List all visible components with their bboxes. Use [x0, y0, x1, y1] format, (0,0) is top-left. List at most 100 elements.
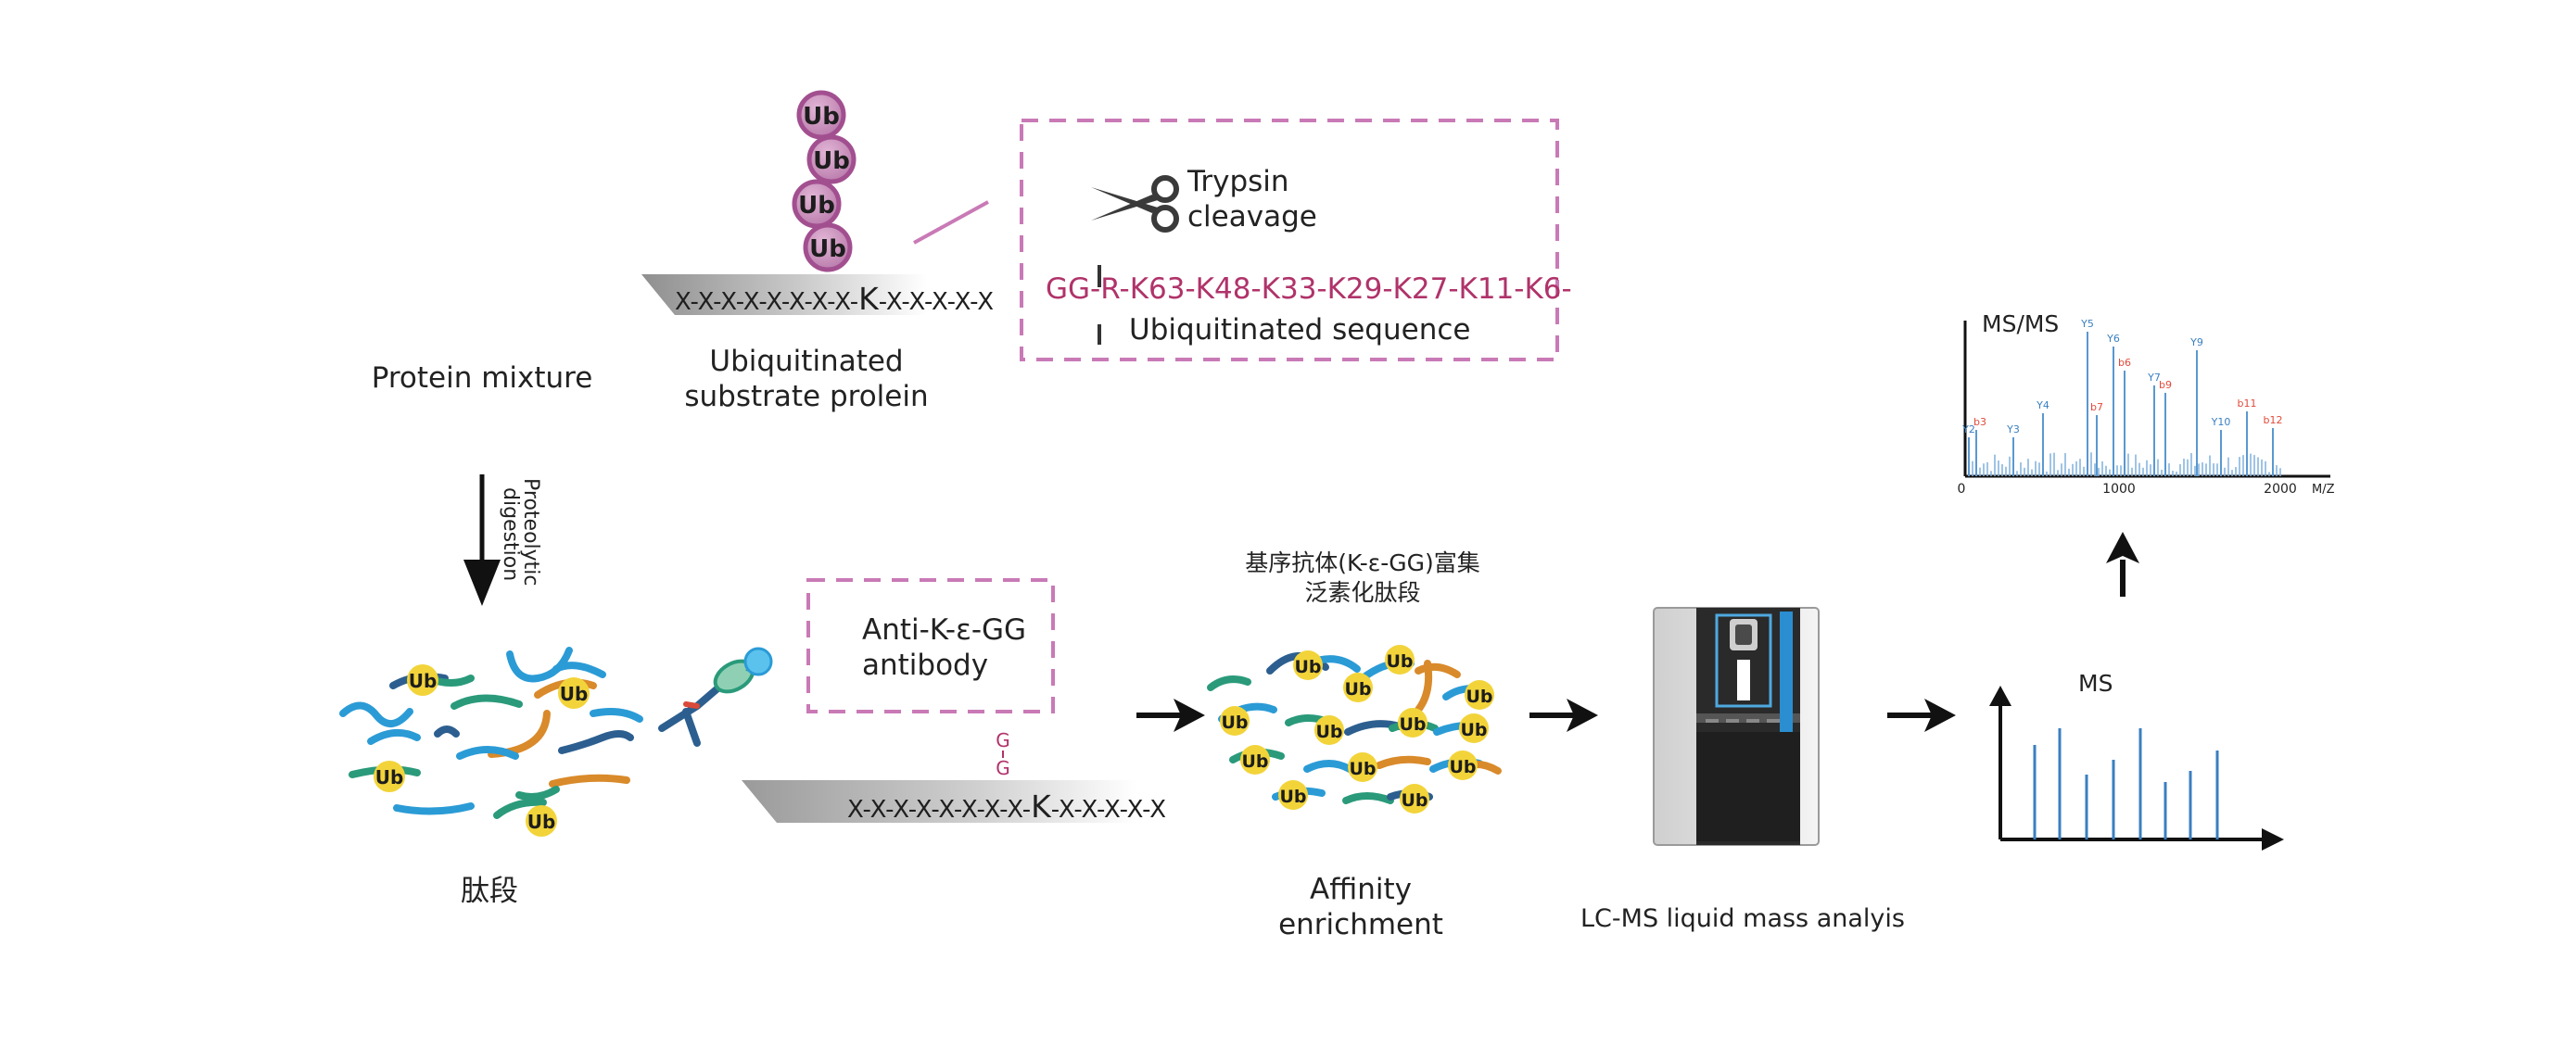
callout-connector-line: [913, 200, 989, 245]
gg-bottom: G: [996, 757, 1010, 779]
svg-text:digestion: digestion: [499, 487, 522, 581]
scissors-icon: [1091, 175, 1179, 233]
peptide-sequence: X-X-X-X-X-X-X-X-K-X-X-X-X-X: [847, 788, 1166, 825]
ub-tag: [1385, 645, 1415, 675]
ub-tag-label: Ub: [560, 683, 589, 705]
ms-y-axis-arrow: [1989, 686, 2011, 706]
ubiquitinated-sequence-label: Ubiquitinated sequence: [1129, 313, 1470, 347]
ub-tag-label: Ub: [527, 811, 556, 833]
ubiquitinated-substrate-label-2: substrate prolein: [684, 380, 928, 413]
ub-tag: [1240, 745, 1270, 775]
antibody-callout-box: [806, 578, 1055, 713]
ub-tag: [1448, 751, 1478, 780]
arrow-to-lcms: [1529, 699, 1598, 732]
enrichment-cn-label-1: 基序抗体(K-ε-GG)富集: [1245, 549, 1480, 576]
trypsin-label-1: Trypsin: [1186, 165, 1289, 198]
ub-tag-label: Ub: [1449, 757, 1476, 777]
msms-ion-label: Y2: [1961, 423, 1975, 435]
ub-tag: [1343, 673, 1373, 702]
peptide-bar: [742, 780, 1136, 823]
ub-tag: [1278, 780, 1308, 810]
ub-tag: [526, 805, 557, 837]
ub-tags-enriched: Ub Ub Ub Ub Ub Ub Ub Ub Ub Ub Ub Ub Ub: [1220, 645, 1494, 814]
ub-tag: [558, 677, 590, 709]
affinity-label-2: enrichment: [1278, 908, 1443, 941]
ms-spectrum: MS: [1989, 670, 2284, 851]
ub-chain-label: Ub: [809, 235, 846, 263]
ub-chain-bead: [803, 222, 853, 272]
arrow-to-ms: [1887, 699, 1956, 732]
ub-tag: [1293, 650, 1323, 680]
ubiquitinated-substrate-label-1: Ubiquitinated: [709, 345, 903, 378]
msms-axis-unit: M/Z: [2312, 483, 2335, 497]
cleavage-sequence: GG-R-K63-K48-K33-K29-K27-K11-K6-: [1046, 272, 1572, 306]
msms-tick-2000: 2000: [2264, 482, 2297, 497]
arrow-to-msms: [2106, 532, 2139, 597]
ub-tag-label: Ub: [1399, 714, 1426, 735]
ub-tag: [1314, 715, 1344, 745]
ub-tag-label: Ub: [375, 766, 404, 788]
substrate-sequence: X-X-X-X-X-X-X-X-K-X-X-X-X-X: [675, 281, 994, 317]
ub-chain-label: Ub: [798, 192, 835, 220]
msms-ion-label: b3: [1973, 416, 1986, 428]
digestion-arrow-head: [463, 560, 501, 606]
peptides-label: 肽段: [461, 875, 518, 908]
ub-tag-label: Ub: [1466, 687, 1492, 707]
protein-mixture-label: Protein mixture: [372, 361, 593, 395]
ub-tag-label: Ub: [1460, 720, 1487, 740]
ms-label: MS: [2078, 670, 2113, 697]
ub-tag: [1459, 713, 1489, 743]
ub-tag: [1465, 680, 1494, 710]
ub-tag: [1400, 784, 1429, 814]
lcms-instrument-icon: [1653, 607, 1820, 846]
ub-tag-label: Ub: [1294, 657, 1321, 677]
msms-ion-label: b7: [2090, 401, 2103, 413]
ub-chain-label: Ub: [803, 103, 840, 131]
msms-ion-label: Y3: [2006, 423, 2020, 435]
ub-tag: [1220, 706, 1250, 736]
ub-tag-label: Ub: [409, 670, 438, 692]
msms-ion-label: Y7: [2147, 372, 2161, 384]
affinity-label-1: Affinity: [1310, 873, 1412, 906]
msms-ion-label: Y5: [2080, 318, 2094, 330]
msms-ion-label: Y10: [2211, 416, 2231, 428]
lcms-label: LC-MS liquid mass analyis: [1580, 904, 1905, 933]
ub-tag-label: Ub: [1221, 713, 1248, 733]
msms-ion-label: b9: [2159, 379, 2172, 391]
proteolytic-digestion-label: Proteolytic digestion: [499, 478, 542, 587]
trypsin-callout-box: [1020, 119, 1559, 361]
msms-ion-label: b11: [2238, 397, 2257, 410]
msms-peaks: [1968, 332, 2281, 476]
antibody-label-1: Anti-K-ε-GG: [862, 613, 1026, 647]
ub-tag: [407, 664, 438, 696]
ub-tag-label: Ub: [1349, 759, 1376, 779]
antibody-icon: [658, 647, 773, 747]
msms-ion-label: Y9: [2189, 336, 2203, 348]
msms-ion-label: Y4: [2036, 399, 2049, 411]
substrate-protein-bar: [641, 274, 927, 315]
msms-ion-label: b6: [2118, 357, 2131, 369]
svg-text:Proteolytic: Proteolytic: [519, 478, 542, 587]
ub-tags-left: Ub Ub Ub Ub: [374, 664, 590, 837]
msms-label: MS/MS: [1982, 310, 2059, 337]
msms-ion-label: Y6: [2106, 333, 2120, 345]
ub-tag-label: Ub: [1344, 679, 1371, 700]
ub-tag-label: Ub: [1315, 722, 1342, 742]
msms-tick-1000: 1000: [2102, 482, 2136, 497]
ub-tag-label: Ub: [1241, 751, 1268, 772]
ms-x-axis-arrow: [2262, 828, 2284, 851]
ub-tag-label: Ub: [1386, 651, 1413, 672]
antibody-label-2: antibody: [862, 649, 988, 682]
ub-tag: [1398, 708, 1428, 738]
ub-tag: [374, 761, 405, 792]
arrow-to-enrichment: [1136, 699, 1205, 732]
trypsin-label-2: cleavage: [1187, 200, 1317, 233]
ub-chain-bead: [806, 134, 857, 184]
msms-tick-0: 0: [1958, 482, 1966, 497]
ub-chain-label: Ub: [813, 147, 850, 175]
ub-tag-label: Ub: [1279, 787, 1306, 807]
gg-top: G: [996, 729, 1010, 751]
